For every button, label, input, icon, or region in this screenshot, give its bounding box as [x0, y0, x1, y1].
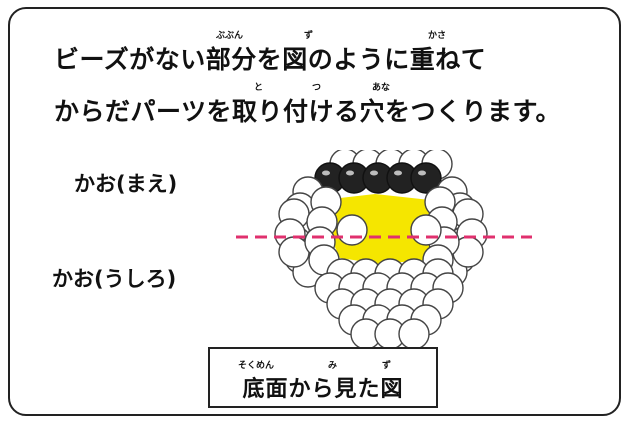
furigana-ana: あな	[372, 83, 391, 93]
furigana-sokumen: そくめん	[238, 361, 275, 371]
furigana-zu: ず	[304, 31, 314, 41]
black-bead	[410, 162, 442, 194]
panel-frame	[8, 7, 621, 416]
furigana-zu-caption: ず	[382, 361, 392, 371]
instruction-line-1: ビーズがない部分を図のように重ねて	[54, 45, 487, 74]
furigana-mi: み	[328, 361, 338, 371]
furigana-kasa: かさ	[428, 31, 447, 41]
bead-highlight	[322, 170, 330, 176]
label-face-front: かお(まえ)	[74, 172, 178, 196]
bead-highlight	[370, 170, 378, 176]
bead-cluster	[274, 150, 488, 350]
instruction-line-2: からだパーツを取り付ける穴をつくります。	[54, 97, 562, 126]
bead-highlight	[346, 170, 354, 176]
bead	[410, 214, 442, 246]
bead-highlight	[418, 170, 426, 176]
furigana-tsu: つ	[312, 83, 322, 93]
bead	[336, 214, 368, 246]
bead-diagram	[236, 150, 532, 350]
furigana-to: と	[254, 83, 264, 93]
caption-box: そくめん み ず 底面から見た図	[208, 347, 438, 408]
label-face-back: かお(うしろ)	[52, 267, 177, 291]
hole-region	[330, 194, 442, 264]
furigana-bubun: ぶぶん	[216, 31, 244, 41]
bead	[398, 318, 430, 350]
bead-highlight	[394, 170, 402, 176]
caption-text: 底面から見た図	[242, 377, 404, 402]
